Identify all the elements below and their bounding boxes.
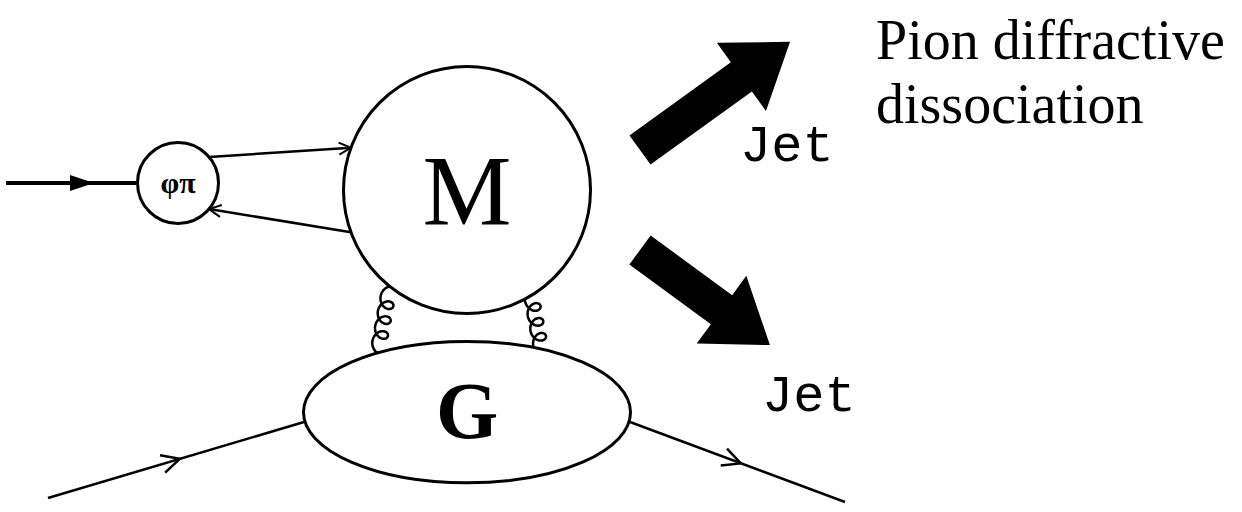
quark-line <box>209 209 351 232</box>
incoming-arrowhead <box>70 175 94 191</box>
outline-ellipse <box>304 341 631 482</box>
incoming-target-line <box>48 422 304 498</box>
jet-arrow <box>615 216 795 379</box>
jet-label: Jet <box>740 118 834 177</box>
process-title: Pion diffractive dissociation <box>876 8 1238 136</box>
outline-ellipse <box>138 143 219 224</box>
quark-line <box>209 148 351 157</box>
target-symbol: G <box>436 366 498 457</box>
outgoing-target-line <box>630 422 845 502</box>
target-ellipse: G <box>302 340 632 484</box>
gluon-line <box>372 286 396 353</box>
wavefunction-symbol: φπ <box>160 166 195 200</box>
outline-ellipse <box>344 67 591 314</box>
pion-wavefunction-circle: φπ <box>136 141 220 225</box>
jet-label: Jet <box>762 368 856 427</box>
outgoing-target-arrowhead <box>721 449 744 472</box>
amplitude-circle: M <box>342 65 592 315</box>
incoming-target-arrowhead <box>160 450 182 472</box>
amplitude-symbol: M <box>423 133 512 248</box>
